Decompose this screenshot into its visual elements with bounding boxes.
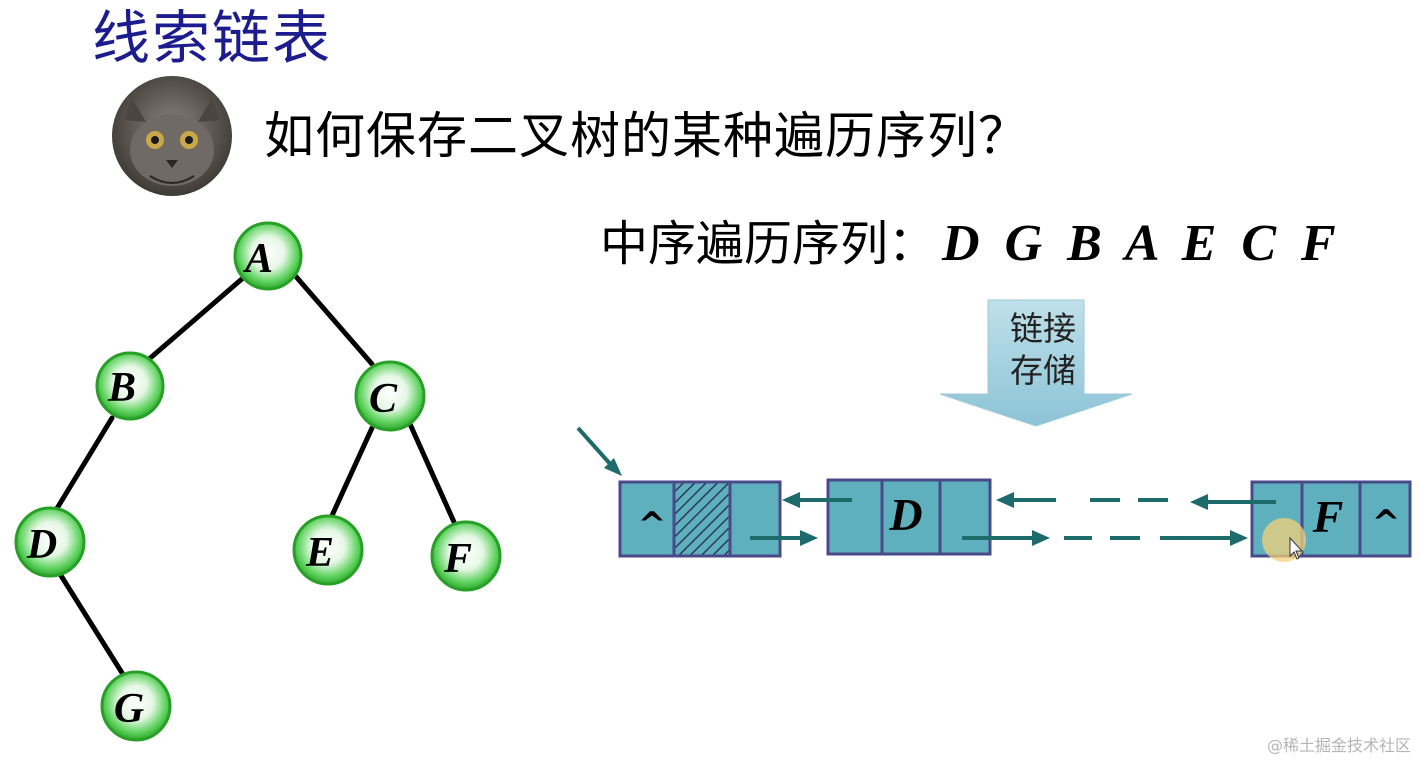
edge-d-g [57,571,127,679]
edge-b-d [53,415,115,513]
storage-down-arrow [939,299,1133,427]
node-label-c: C [369,376,398,422]
storage-arrow-label: 链接 存储 [988,308,1098,392]
list-node-first: ^ [618,480,782,558]
storage-arrow-label-line2: 存储 [1010,351,1076,390]
node-label-e: E [305,530,334,576]
head-pointer-arrow [576,426,622,476]
edge-a-b [145,275,246,363]
node-label-d: D [26,522,57,568]
list-node-second: D [826,478,992,556]
last-node-data: F [1312,491,1344,542]
inorder-label: 中序遍历序列： [600,216,937,272]
cat-avatar [112,76,232,196]
prev-arrow-1-head [782,492,800,508]
tree-edges [53,269,457,679]
tree-node-b: B [95,351,165,421]
cursor-pointer-icon [1289,536,1304,560]
next-arrow-1-head [800,530,818,546]
tree-node-d: D [14,506,86,578]
link-arrows [750,492,1276,546]
tree-node-g: G [100,670,172,742]
tree-node-e: E [292,514,364,586]
last-node-null-marker: ^ [1372,503,1401,543]
next-arrow-3-head [1230,530,1248,546]
inorder-sequence: D G B A E C F [942,215,1342,272]
edge-a-c [289,269,375,367]
cursor-highlight [1262,518,1306,562]
storage-arrow-label-line1: 链接 [1010,309,1076,348]
edge-c-e [327,425,375,523]
tree-node-a: A [233,221,303,291]
tree-node-c: C [354,360,426,432]
inorder-sequence-line: 中序遍历序列：D G B A E C F [600,214,1342,274]
watermark: @稀土掘金技术社区 [1266,736,1411,755]
prev-arrow-3-head [996,492,1014,508]
node-label-g: G [114,686,144,732]
node-label-b: B [107,365,136,411]
second-node-data: D [888,489,922,540]
node-label-f: F [443,536,472,582]
tree-node-f: F [430,520,502,592]
question-text: 如何保存二叉树的某种遍历序列？ [264,107,1029,165]
first-node-null-marker: ^ [638,505,667,545]
node-label-a: A [242,236,273,282]
edge-c-f [407,421,457,525]
next-arrow-2-head [1032,530,1050,546]
slide-title: 线索链表 [92,4,333,72]
prev-arrow-2-head [1190,494,1208,510]
